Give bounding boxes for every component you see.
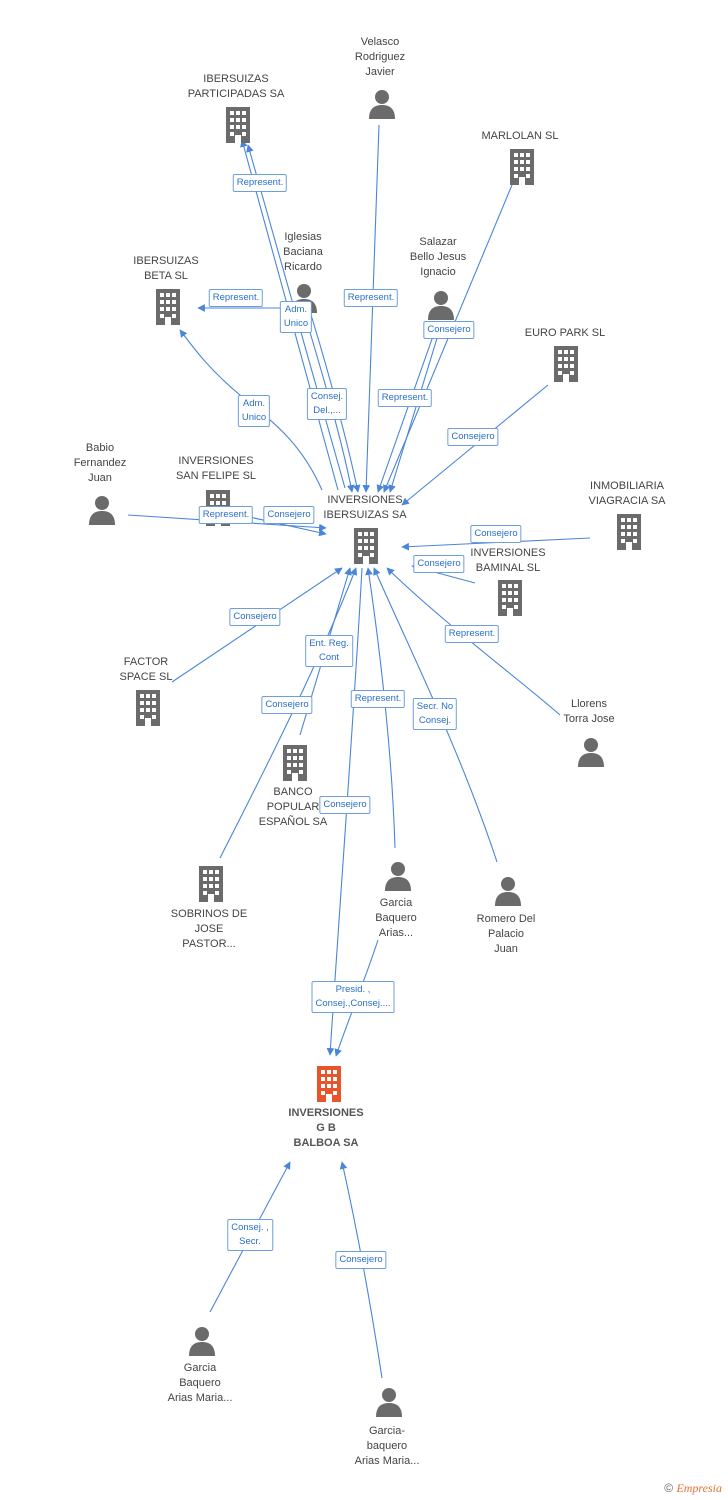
building-icon — [354, 528, 378, 564]
node-label-gb-balboa[interactable]: INVERSIONES G B BALBOA SA — [288, 1107, 364, 1149]
node-label-inversiones-ibersuizas[interactable]: INVERSIONES IBERSUIZAS SA — [323, 494, 407, 521]
node-label-factor-space[interactable]: FACTOR SPACE SL — [119, 656, 173, 683]
building-icon — [498, 580, 522, 616]
node-label-llorens[interactable]: Llorens Torra Jose — [563, 698, 615, 725]
edge-label[interactable]: Adm. Unico — [279, 301, 313, 333]
node-label-garcia-baquero-1[interactable]: Garcia Baquero Arias... — [375, 897, 417, 939]
person-icon — [369, 90, 395, 119]
node-label-banco-popular[interactable]: BANCO POPULAR ESPAÑOL SA — [258, 786, 328, 828]
building-icon — [156, 289, 180, 325]
node-label-garcia-baquero-3[interactable]: Garcia- baquero Arias Maria... — [354, 1425, 420, 1467]
edge-label[interactable]: Consejero — [229, 608, 281, 626]
edge — [386, 567, 561, 716]
edge-label[interactable]: Consejero — [319, 796, 371, 814]
edge-label[interactable]: Consejero — [261, 696, 313, 714]
person-icon — [189, 1327, 215, 1356]
edge-label[interactable]: Represent. — [343, 289, 399, 307]
node-label-babio[interactable]: Babio Fernandez Juan — [73, 442, 127, 484]
edge — [362, 124, 380, 493]
node-label-ibersuizas-participadas[interactable]: IBERSUIZAS PARTICIPADAS SA — [187, 73, 285, 100]
node-label-iglesias[interactable]: Iglesias Baciana Ricardo — [283, 231, 323, 273]
building-icon — [199, 866, 223, 902]
copyright-symbol: © — [664, 1481, 674, 1495]
node-label-sobrinos[interactable]: SOBRINOS DE JOSE PASTOR... — [170, 908, 248, 950]
edge-label[interactable]: Secr. No Consej. — [412, 698, 458, 730]
node-label-euro-park[interactable]: EURO PARK SL — [524, 327, 606, 339]
edge-label[interactable]: Presid. , Consej.,Consej.... — [311, 981, 395, 1013]
edge-label[interactable]: Represent. — [208, 289, 264, 307]
person-icon — [89, 496, 115, 525]
node-label-romero[interactable]: Romero Del Palacio Juan — [476, 913, 536, 955]
edges — [127, 124, 591, 1379]
edge-label[interactable]: Adm. Unico — [237, 395, 271, 427]
edge-label[interactable]: Consej. , Secr. — [227, 1219, 273, 1251]
building-icon — [317, 1066, 341, 1102]
node-label-salazar[interactable]: Salazar Bello Jesus Ignacio — [409, 236, 467, 278]
edge-label[interactable]: Represent. — [444, 625, 500, 643]
node-label-marlolan[interactable]: MARLOLAN SL — [481, 130, 559, 142]
edge-label[interactable]: Represent. — [232, 174, 288, 192]
edge-label[interactable]: Ent. Reg. Cont — [305, 635, 353, 667]
building-icon — [226, 107, 250, 143]
edge-label[interactable]: Consej. Del.,... — [306, 388, 348, 420]
edge-label[interactable]: Consejero — [335, 1251, 387, 1269]
building-icon — [617, 514, 641, 550]
person-icon — [428, 291, 454, 320]
edge-label[interactable]: Consejero — [423, 321, 475, 339]
person-icon — [495, 877, 521, 906]
brand-logo[interactable]: Empresia — [676, 1481, 722, 1495]
edge-label[interactable]: Represent. — [198, 506, 254, 524]
building-icon — [510, 149, 534, 185]
edge-label[interactable]: Consejero — [263, 506, 315, 524]
node-label-viagracia[interactable]: INMOBILIARIA VIAGRACIA SA — [588, 480, 666, 507]
edge-label[interactable]: Represent. — [350, 690, 406, 708]
footer-credit: © Empresia — [664, 1481, 722, 1496]
node-label-san-felipe[interactable]: INVERSIONES SAN FELIPE SL — [175, 455, 257, 482]
building-icon — [136, 690, 160, 726]
person-icon — [578, 738, 604, 767]
edge-label[interactable]: Represent. — [377, 389, 433, 407]
edge — [339, 1161, 383, 1379]
edge-label[interactable]: Consejero — [470, 525, 522, 543]
person-icon — [376, 1388, 402, 1417]
edge-label[interactable]: Consejero — [413, 555, 465, 573]
node-label-ibersuizas-beta[interactable]: IBERSUIZAS BETA SL — [133, 255, 199, 282]
edge — [388, 321, 443, 493]
edge — [376, 321, 439, 493]
edge-label[interactable]: Consejero — [447, 428, 499, 446]
person-icon — [385, 862, 411, 891]
node-label-velasco[interactable]: Velasco Rodriguez Javier — [354, 36, 406, 78]
node-label-baminal[interactable]: INVERSIONES BAMINAL SL — [470, 547, 546, 574]
edge — [365, 567, 396, 849]
node-label-garcia-baquero-2[interactable]: Garcia Baquero Arias Maria... — [167, 1362, 233, 1404]
building-icon — [554, 346, 578, 382]
building-icon — [283, 745, 307, 781]
